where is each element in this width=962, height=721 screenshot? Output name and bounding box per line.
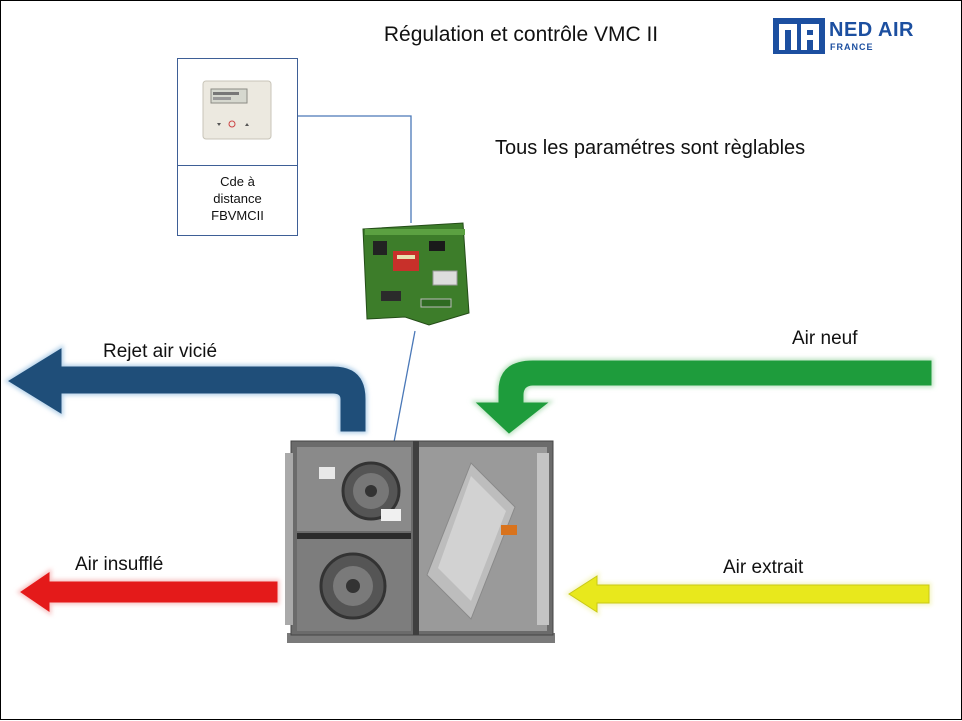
air-extrait-arrow-body xyxy=(568,575,930,613)
rejet-air-arrow-body xyxy=(8,348,366,432)
slide-title: Régulation et contrôle VMC II xyxy=(383,23,659,46)
logo-country-text: FRANCE xyxy=(830,42,874,52)
air-neuf-label: Air neuf xyxy=(792,328,858,349)
remote-label: Cde à distance FBVMCII xyxy=(178,173,297,224)
remote-divider xyxy=(178,165,297,166)
ventilation-unit-image xyxy=(285,440,555,643)
rejet-air-label: Rejet air vicié xyxy=(103,341,218,362)
air-insuffle-arrow xyxy=(16,568,280,616)
air-neuf-arrow xyxy=(470,358,934,437)
rejet-air-arrow xyxy=(4,344,368,434)
remote-control-box: Cde à distance FBVMCII xyxy=(177,58,298,236)
air-insuffle-label: Air insufflé xyxy=(75,554,164,575)
remote-label-line3: FBVMCII xyxy=(211,208,264,223)
air-extrait-arrow xyxy=(564,571,932,617)
air-insuffle-arrow-body xyxy=(20,572,278,612)
subtitle: Tous les paramétres sont règlables xyxy=(495,137,806,159)
ned-air-logo-mark xyxy=(773,18,825,54)
air-extrait-label: Air extrait xyxy=(723,557,804,578)
controller-board-image xyxy=(362,222,470,326)
wire-remote-to-controller xyxy=(298,115,412,223)
ned-air-logo: NED AIR FRANCE xyxy=(771,11,957,61)
logo-brand-text: NED AIR xyxy=(829,19,914,41)
remote-label-line2: distance xyxy=(213,191,262,206)
remote-label-line1: Cde à xyxy=(220,174,255,189)
air-neuf-arrow-body xyxy=(475,360,932,434)
remote-control-device-image xyxy=(202,80,272,140)
